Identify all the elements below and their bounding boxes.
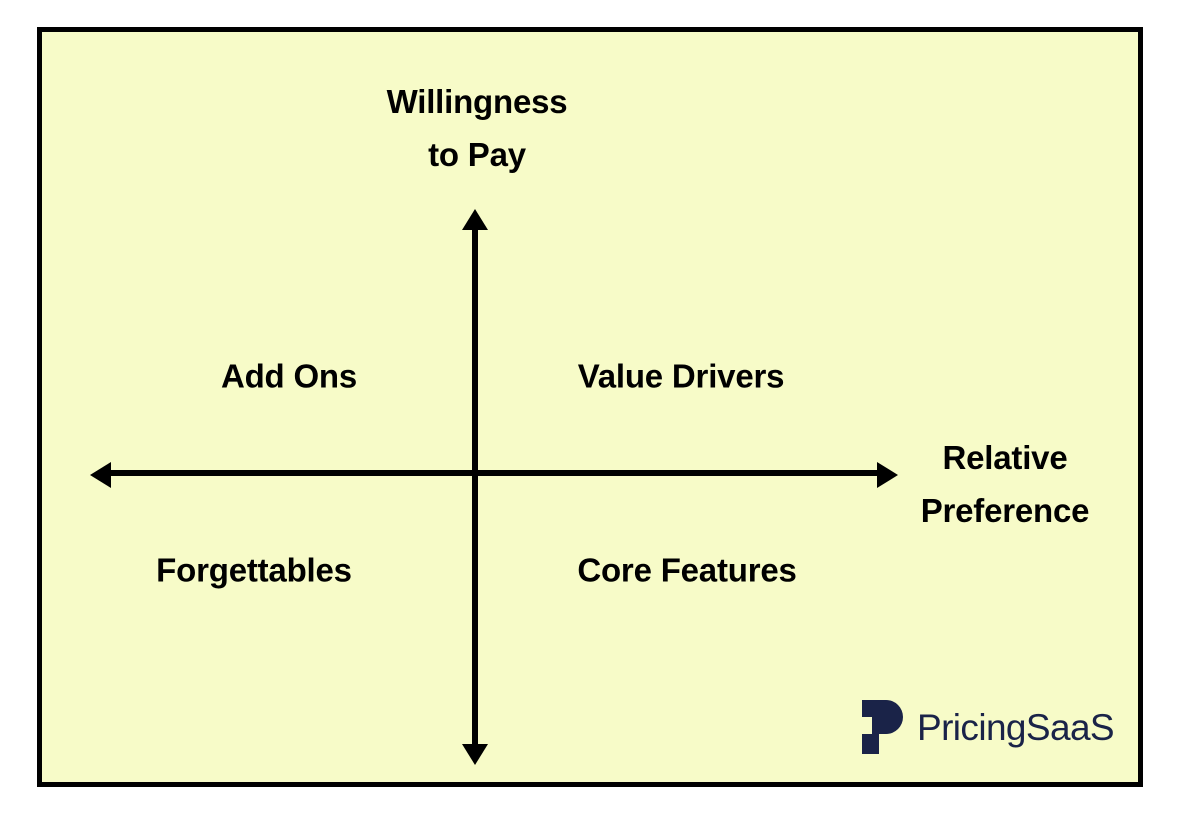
x-axis-title-line-1: Relative	[942, 439, 1068, 476]
pricingsaas-p-logomark-icon	[862, 700, 903, 754]
arrow-down-icon	[462, 744, 488, 765]
quadrant-label-core-features: Core Features	[577, 551, 797, 589]
horizontal-axis-line	[104, 470, 884, 476]
y-axis-title-line-1: Willingness	[386, 83, 568, 120]
x-axis-title-line-2: Preference	[920, 491, 1090, 529]
quadrant-label-add-ons: Add Ons	[220, 357, 358, 395]
quadrant-chart-frame: Willingness to Pay Relative Preference A…	[37, 27, 1143, 787]
vertical-axis-line	[472, 225, 478, 750]
arrow-right-icon	[877, 462, 898, 488]
y-axis-title-line-2: to Pay	[428, 135, 526, 173]
brand-logo: PricingSaaS	[862, 700, 1115, 754]
arrow-left-icon	[90, 462, 111, 488]
quadrant-label-value-drivers: Value Drivers	[577, 357, 785, 395]
brand-name: PricingSaaS	[917, 706, 1115, 748]
y-axis-title: Willingness to Pay	[277, 76, 677, 182]
arrow-up-icon	[462, 209, 488, 230]
x-axis-title: Relative Preference	[865, 432, 1138, 538]
quadrant-label-forgettables: Forgettables	[156, 551, 352, 589]
